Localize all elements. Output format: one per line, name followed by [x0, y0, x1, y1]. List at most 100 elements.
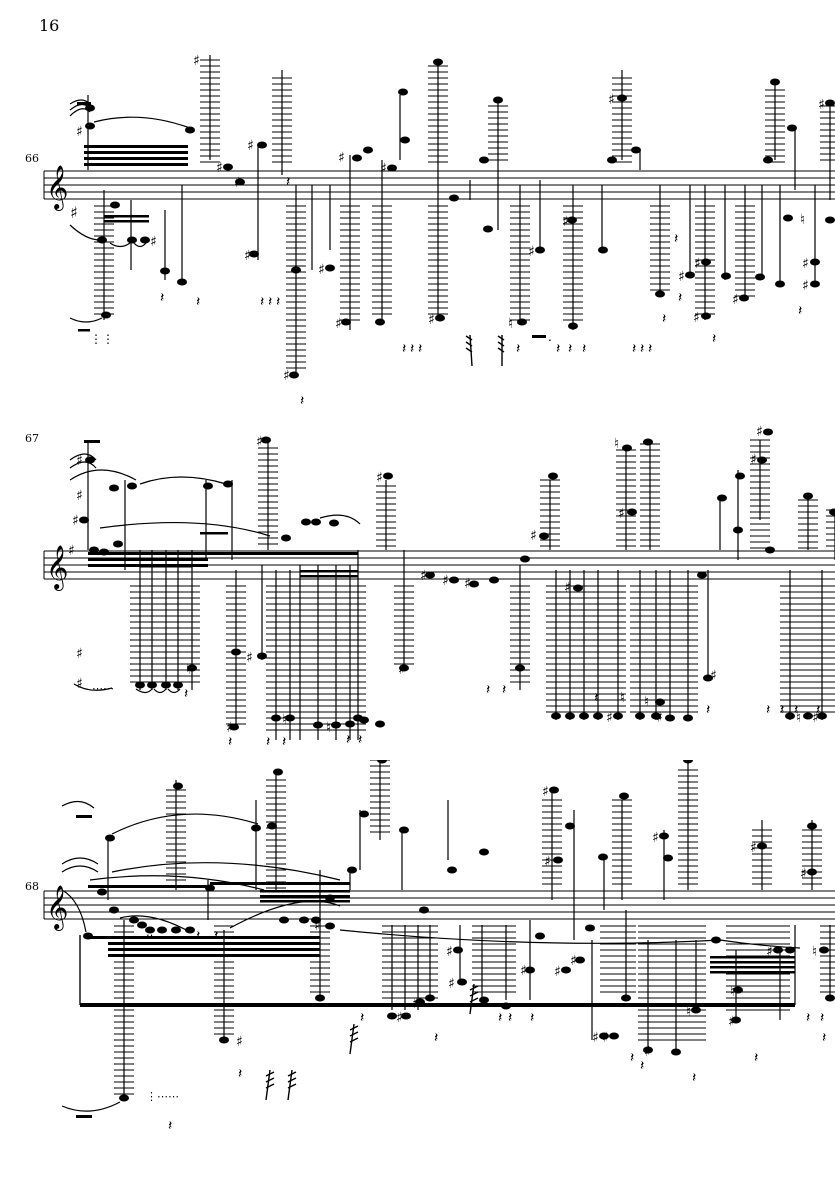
- svg-text:♮: ♮: [326, 720, 331, 736]
- svg-text:♯: ♯: [520, 963, 527, 979]
- svg-text:♯: ♯: [226, 720, 233, 736]
- svg-text:♮: ♮: [620, 690, 625, 706]
- svg-text:𝄽: 𝄽: [816, 702, 820, 718]
- svg-text:♯: ♯: [750, 452, 757, 468]
- svg-text:𝄽: 𝄽: [282, 734, 286, 750]
- svg-text:♯: ♯: [68, 543, 75, 559]
- svg-text:♯: ♯: [544, 854, 551, 870]
- svg-text:𝄽: 𝄽: [214, 928, 218, 944]
- treble-clef-icon: 𝄞: [46, 165, 68, 211]
- svg-text:♯: ♯: [592, 1030, 599, 1046]
- svg-text:♯: ♯: [76, 453, 83, 469]
- svg-text:♮: ♮: [508, 316, 513, 332]
- svg-text:𝄽: 𝄽: [632, 341, 636, 357]
- svg-text:⋮⋯⋯: ⋮⋯⋯: [146, 1090, 179, 1103]
- music-system-66: 𝄞 ♯: [0, 0, 835, 420]
- svg-text:♯: ♯: [335, 316, 342, 332]
- svg-text:♯: ♯: [150, 234, 157, 250]
- svg-text:♯: ♯: [246, 650, 253, 666]
- svg-text:𝄽: 𝄽: [502, 682, 506, 698]
- svg-text:♯: ♯: [644, 1044, 651, 1060]
- measure-number: 66: [25, 152, 39, 165]
- svg-text:♯: ♯: [652, 830, 659, 846]
- svg-text:♯: ♯: [694, 256, 701, 272]
- svg-text:♯: ♯: [528, 244, 535, 260]
- svg-text:♯: ♯: [756, 424, 763, 440]
- svg-text:.: .: [548, 330, 552, 344]
- svg-text:𝄽: 𝄽: [168, 1118, 172, 1134]
- svg-text:‥: ‥: [146, 926, 153, 939]
- svg-text:𝄽: 𝄽: [798, 303, 802, 319]
- sharp-icon: ♯: [70, 203, 78, 222]
- svg-text:𝄽: 𝄽: [238, 1066, 242, 1082]
- svg-text:𝄽: 𝄽: [196, 928, 200, 944]
- svg-text:𝄽: 𝄽: [706, 702, 710, 718]
- svg-text:𝄽: 𝄽: [508, 1010, 512, 1026]
- svg-text:𝄽: 𝄽: [640, 1058, 644, 1074]
- svg-text:♯: ♯: [428, 312, 435, 328]
- svg-text:♯: ♯: [234, 175, 241, 191]
- svg-text:♯: ♯: [728, 1014, 735, 1030]
- svg-text:♯: ♯: [338, 150, 345, 166]
- svg-text:𝄽: 𝄽: [594, 690, 598, 706]
- svg-text:♯: ♯: [318, 262, 325, 278]
- svg-text:♯: ♯: [76, 488, 83, 504]
- measure-number: 67: [25, 432, 39, 445]
- svg-text:♮: ♮: [644, 694, 649, 710]
- svg-text:♯: ♯: [76, 124, 83, 140]
- svg-text:♯: ♯: [376, 470, 383, 486]
- svg-text:𝄽: 𝄽: [692, 1070, 696, 1086]
- svg-text:♯: ♯: [693, 310, 700, 326]
- staff-graphic-67: 𝄞: [43, 424, 835, 750]
- svg-text:𝄽: 𝄽: [228, 734, 232, 750]
- svg-text:♯: ♯: [802, 256, 809, 272]
- svg-text:♯: ♯: [256, 434, 263, 450]
- svg-text:𝄽: 𝄽: [266, 734, 270, 750]
- svg-text:𝄽: 𝄽: [196, 294, 200, 310]
- svg-text:♯: ♯: [464, 576, 471, 592]
- svg-text:𝄽: 𝄽: [260, 294, 264, 310]
- svg-text:𝄽: 𝄽: [498, 1010, 502, 1026]
- svg-text:♮: ♮: [282, 712, 287, 728]
- svg-text:𝄽: 𝄽: [268, 294, 272, 310]
- svg-text:♮: ♮: [614, 436, 619, 452]
- svg-text:𝄽: 𝄽: [346, 732, 350, 748]
- svg-text:♯: ♯: [542, 784, 549, 800]
- svg-text:𝄽: 𝄽: [418, 341, 422, 357]
- svg-text:𝄽: 𝄽: [780, 702, 784, 718]
- treble-clef-icon: 𝄞: [46, 545, 68, 591]
- svg-text:♯: ♯: [216, 160, 223, 176]
- svg-text:𝄽: 𝄽: [648, 341, 652, 357]
- svg-text:♯: ♯: [570, 953, 577, 969]
- svg-text:𝄽: 𝄽: [286, 174, 290, 190]
- svg-text:♯: ♯: [618, 506, 625, 522]
- svg-text:♯: ♯: [812, 710, 819, 726]
- svg-text:♯: ♯: [76, 646, 83, 662]
- svg-text:♯: ♯: [802, 278, 809, 294]
- svg-text:♯: ♯: [380, 161, 387, 177]
- svg-text:⋯⋯: ⋯⋯: [92, 682, 114, 695]
- svg-text:♯: ♯: [750, 840, 757, 856]
- svg-text:♯: ♯: [247, 138, 254, 154]
- svg-text:𝄽: 𝄽: [582, 341, 586, 357]
- svg-text:♯: ♯: [732, 292, 739, 308]
- svg-text:𝄽: 𝄽: [822, 1030, 826, 1046]
- svg-text:♯: ♯: [72, 513, 79, 529]
- svg-text:♮: ♮: [686, 1004, 691, 1020]
- svg-text:𝄽: 𝄽: [674, 231, 678, 247]
- treble-clef-icon: 𝄞: [46, 885, 68, 931]
- svg-text:♯: ♯: [412, 996, 419, 1012]
- staff-graphic-68: 𝄞: [43, 760, 835, 1134]
- svg-text:♯: ♯: [442, 573, 449, 589]
- svg-text:♯: ♯: [396, 1010, 403, 1026]
- svg-text:♮: ♮: [186, 662, 191, 678]
- svg-text:♯: ♯: [562, 214, 569, 230]
- svg-text:♯: ♯: [800, 866, 807, 882]
- svg-text:𝄽: 𝄽: [358, 732, 362, 748]
- svg-text:♯: ♯: [554, 964, 561, 980]
- svg-text:𝄽: 𝄽: [806, 1010, 810, 1026]
- svg-text:♯: ♯: [656, 710, 663, 726]
- measure-number: 68: [25, 880, 39, 893]
- staff-graphic-66: 𝄞 ♯: [43, 53, 835, 409]
- svg-text:𝄽: 𝄽: [820, 1010, 824, 1026]
